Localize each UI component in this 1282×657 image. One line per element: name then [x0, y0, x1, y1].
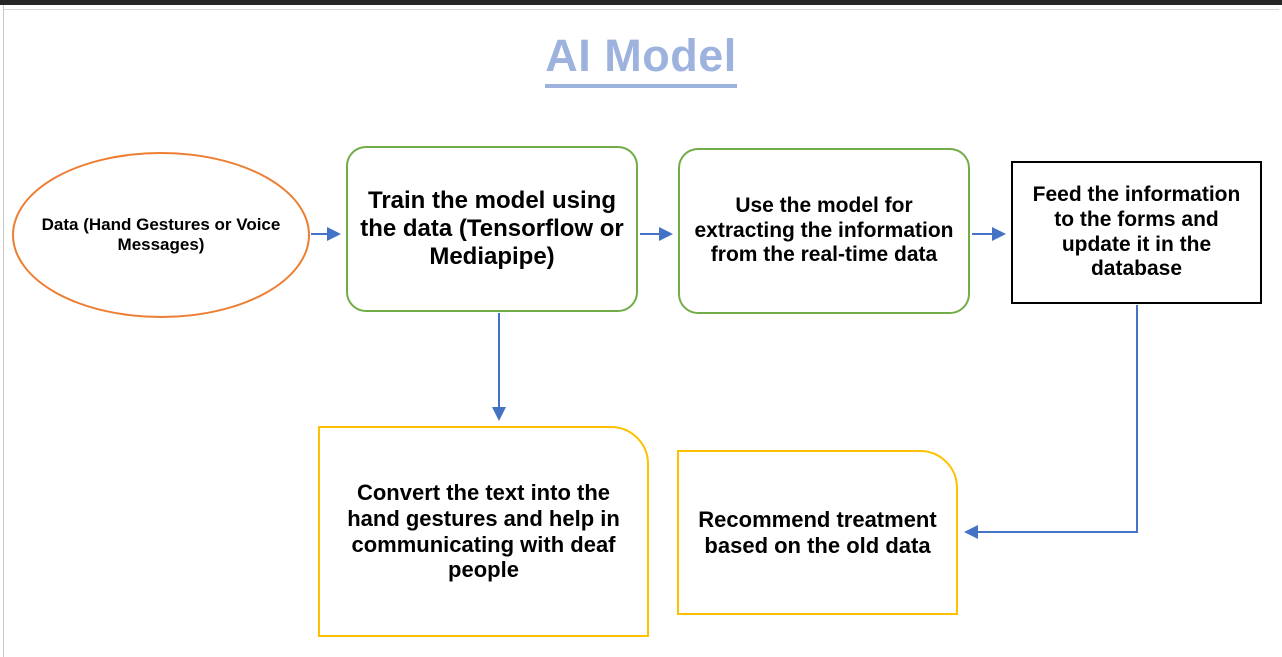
node-convert-text[interactable]: Convert the text into the hand gestures … — [318, 426, 649, 637]
page-title-text: AI Model — [545, 30, 737, 88]
slide-top-edge — [0, 0, 1282, 5]
node-train-model-label: Train the model using the data (Tensorfl… — [360, 186, 624, 271]
node-data-source[interactable]: Data (Hand Gestures or Voice Messages) — [12, 152, 310, 318]
page-title: AI Model — [0, 30, 1282, 88]
node-recommend-treatment-label: Recommend treatment based on the old dat… — [698, 506, 937, 558]
node-convert-text-label: Convert the text into the hand gestures … — [347, 480, 620, 583]
node-feed-information[interactable]: Feed the information to the forms and up… — [1011, 161, 1262, 304]
node-use-model[interactable]: Use the model for extracting the informa… — [678, 148, 970, 314]
node-recommend-treatment[interactable]: Recommend treatment based on the old dat… — [677, 450, 958, 615]
node-data-source-label: Data (Hand Gestures or Voice Messages) — [41, 215, 281, 254]
node-feed-information-label: Feed the information to the forms and up… — [1032, 183, 1241, 281]
slide-left-edge — [3, 5, 4, 657]
node-use-model-label: Use the model for extracting the informa… — [694, 194, 954, 267]
node-train-model[interactable]: Train the model using the data (Tensorfl… — [346, 146, 638, 312]
slide-top-hairline — [3, 9, 1279, 10]
arrow-feed-to-recommend — [964, 305, 1138, 539]
